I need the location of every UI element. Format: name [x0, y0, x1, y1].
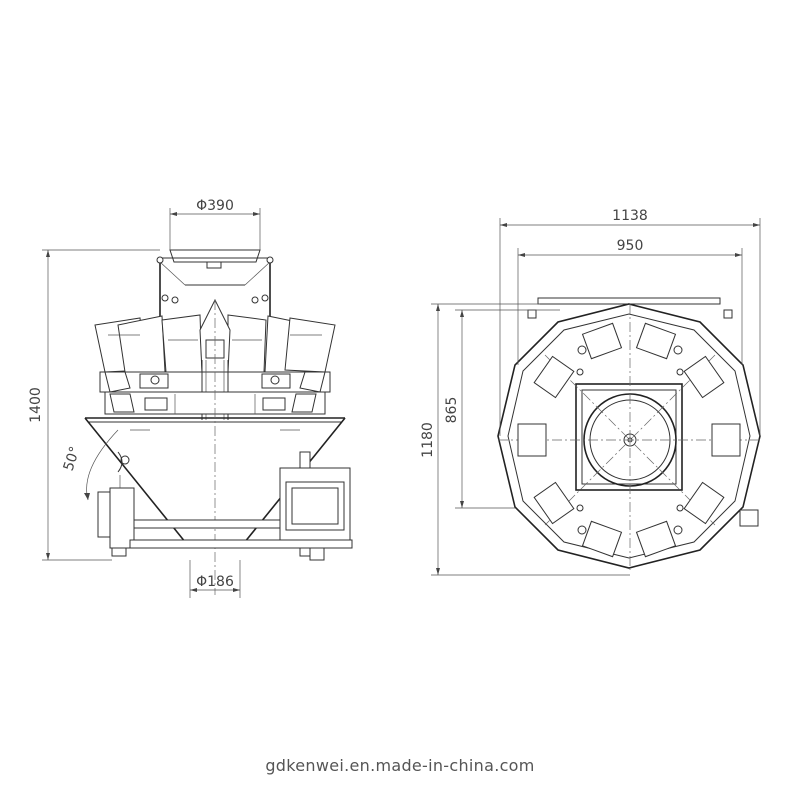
dimension-lines-front: [42, 208, 261, 598]
dim-front-angle: 50°: [61, 444, 84, 473]
dim-top-overall-height: 1180: [420, 422, 436, 458]
website-caption: gdkenwei.en.made-in-china.com: [265, 756, 535, 775]
front-view: Φ390 1400 50° Φ186: [28, 198, 353, 598]
dim-front-height: 1400: [28, 387, 44, 423]
dim-top-inner-width: 950: [617, 238, 644, 254]
radial-hoppers: [517, 322, 759, 558]
dim-front-top-diameter: Φ390: [196, 198, 234, 214]
feed-buckets-upper: [94, 298, 336, 373]
top-feed-hopper: [156, 249, 274, 320]
dimension-lines-top: [431, 218, 761, 576]
top-view: 1138 950 865 1180: [420, 208, 762, 576]
dim-top-inner-height: 865: [444, 397, 460, 424]
base-frame: [97, 451, 353, 561]
dim-front-bottom-diameter: Φ186: [196, 574, 234, 590]
machine-outline: [497, 303, 761, 569]
dim-top-overall-width: 1138: [612, 208, 648, 224]
